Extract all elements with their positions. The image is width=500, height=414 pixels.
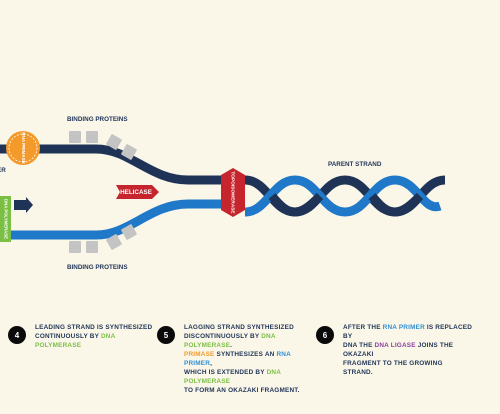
step-text-line: WHICH IS EXTENDED BY DNA POLYMERASE [184,368,314,386]
step-text-segment: AFTER THE [343,324,383,331]
helicase-label: HELICASE [120,189,152,196]
rna-primase-circle [6,131,40,165]
step-text-line: AFTER THE RNA PRIMER IS REPLACED BY [343,323,473,341]
step-text-segment: LEADING STRAND IS SYNTHESIZED [35,324,153,331]
binding-proteins-bottom-label: BINDING PROTEINS [67,264,128,271]
helix-strand-dark-front [268,192,424,217]
step-text-line: FRAGMENT TO THE GROWING STRAND. [343,359,473,377]
step-text-segment: JOINS THE OKAZAKI [343,342,454,358]
step-text-segment: FRAGMENT TO THE GROWING STRAND. [343,360,443,376]
helix-strand-light [244,175,442,217]
binding-protein [121,144,137,160]
step-text-line: LAGGING STRAND SYNTHESIZED [184,323,314,332]
binding-protein [69,131,81,143]
step-text-line: PRIMASE SYNTHESIZES AN RNA PRIMER, [184,350,314,368]
rna-primase-label: RNA PRIMASE [21,132,26,163]
binding-protein [106,234,122,250]
highlighted-term: PRIMASE [184,351,215,358]
binding-proteins-bottom [69,224,137,253]
step-5-number: 5 [157,326,175,344]
binding-protein [121,224,137,240]
step-text-segment: IS REPLACED BY [343,324,473,340]
highlighted-term: DNA POLYMERASE [35,333,116,349]
binding-protein [86,241,98,253]
leading-arrow [14,197,33,213]
dna-polymerase-block [0,196,11,242]
parent-helix [244,175,446,217]
step-text-segment: DNA THE [343,342,375,349]
topoisomerase-label: TOPOISOMERASE [230,171,236,214]
step-text-segment: LAGGING STRAND SYNTHESIZED [184,324,294,331]
step-text-segment: TO FORM AN OKAZAKI FRAGMENT. [184,387,300,394]
edge-fragment-label: ER [0,167,6,174]
parent-strand-label: PARENT STRAND [328,161,382,168]
step-text-line: LEADING STRAND IS SYNTHESIZED [35,323,155,332]
helicase-shape [116,185,159,199]
highlighted-term: DNA POLYMERASE [184,333,276,349]
highlighted-term: RNA PRIMER [184,351,291,367]
step-text-line: DNA THE DNA LIGASE JOINS THE OKAZAKI [343,341,473,359]
step-text-segment: SYNTHESIZES AN [214,351,277,358]
topoisomerase-shape [221,168,245,217]
step-text-line: DISCONTINUOUSLY BY DNA POLYMERASE. [184,332,314,350]
step-text-segment: DISCONTINUOUSLY BY [184,333,262,340]
binding-proteins-top [69,131,137,160]
binding-protein [86,131,98,143]
highlighted-term: RNA PRIMER [382,324,425,331]
binding-protein [69,241,81,253]
bottom-strand [10,199,230,240]
step-text-line: TO FORM AN OKAZAKI FRAGMENT. [184,386,314,395]
step-4-number: 4 [8,326,26,344]
top-strand [0,144,230,185]
highlighted-term: DNA POLYMERASE [184,369,281,385]
dna-polymerase-label: DNA POLYMERASE [3,199,8,239]
step-text-segment: WHICH IS EXTENDED BY [184,369,267,376]
step-text-segment: . [230,342,233,349]
binding-protein [106,134,122,150]
step-text-segment: CONTINUOUSLY BY [35,333,101,340]
step-text-line: CONTINUOUSLY BY DNA POLYMERASE [35,332,155,350]
binding-proteins-top-label: BINDING PROTEINS [67,116,128,123]
rna-primase-ring [8,133,38,163]
highlighted-term: DNA LIGASE [374,342,416,349]
step-text-segment: , [210,360,213,367]
step-6-number: 6 [316,326,334,344]
